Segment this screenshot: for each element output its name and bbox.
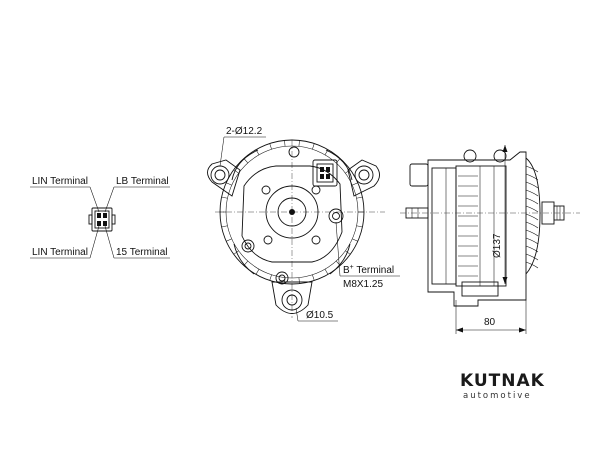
connector-plug-icon bbox=[88, 207, 116, 232]
15-terminal-label: 15 Terminal bbox=[116, 247, 168, 258]
mount-ear-bottom bbox=[271, 281, 313, 314]
side-connector-icon bbox=[409, 163, 429, 187]
thread-spec-label: M8X1.25 bbox=[343, 279, 383, 290]
b-plus-terminal-label: B+ Terminal bbox=[343, 264, 394, 276]
brand-tagline: automotive bbox=[463, 391, 532, 401]
brand-logo: KUTNAK automotive bbox=[460, 371, 545, 401]
fan-icon bbox=[525, 157, 541, 275]
diameter-dimension: Ø137 bbox=[492, 233, 503, 258]
bottom-hole-dimension: Ø10.5 bbox=[306, 310, 334, 321]
lin-terminal-bottom-label: LIN Terminal bbox=[32, 247, 88, 258]
mount-holes-dimension: 2-Ø12.2 bbox=[226, 126, 263, 137]
cooling-fins bbox=[220, 140, 364, 284]
lb-terminal-label: LB Terminal bbox=[116, 176, 169, 187]
rear-cover-slats bbox=[458, 175, 478, 277]
lin-terminal-top-label: LIN Terminal bbox=[32, 176, 88, 187]
mount-ear-right bbox=[347, 159, 380, 197]
front-view: 2-Ø12.2 B+ Terminal M8X1.25 Ø10.5 bbox=[207, 126, 400, 322]
connector-detail: LIN Terminal LB Terminal LIN Terminal 15… bbox=[30, 176, 170, 259]
length-dimension: 80 bbox=[484, 317, 496, 328]
brand-name: KUTNAK bbox=[460, 371, 545, 391]
front-connector-icon bbox=[312, 159, 338, 187]
side-view: Ø137 80 bbox=[400, 145, 580, 334]
